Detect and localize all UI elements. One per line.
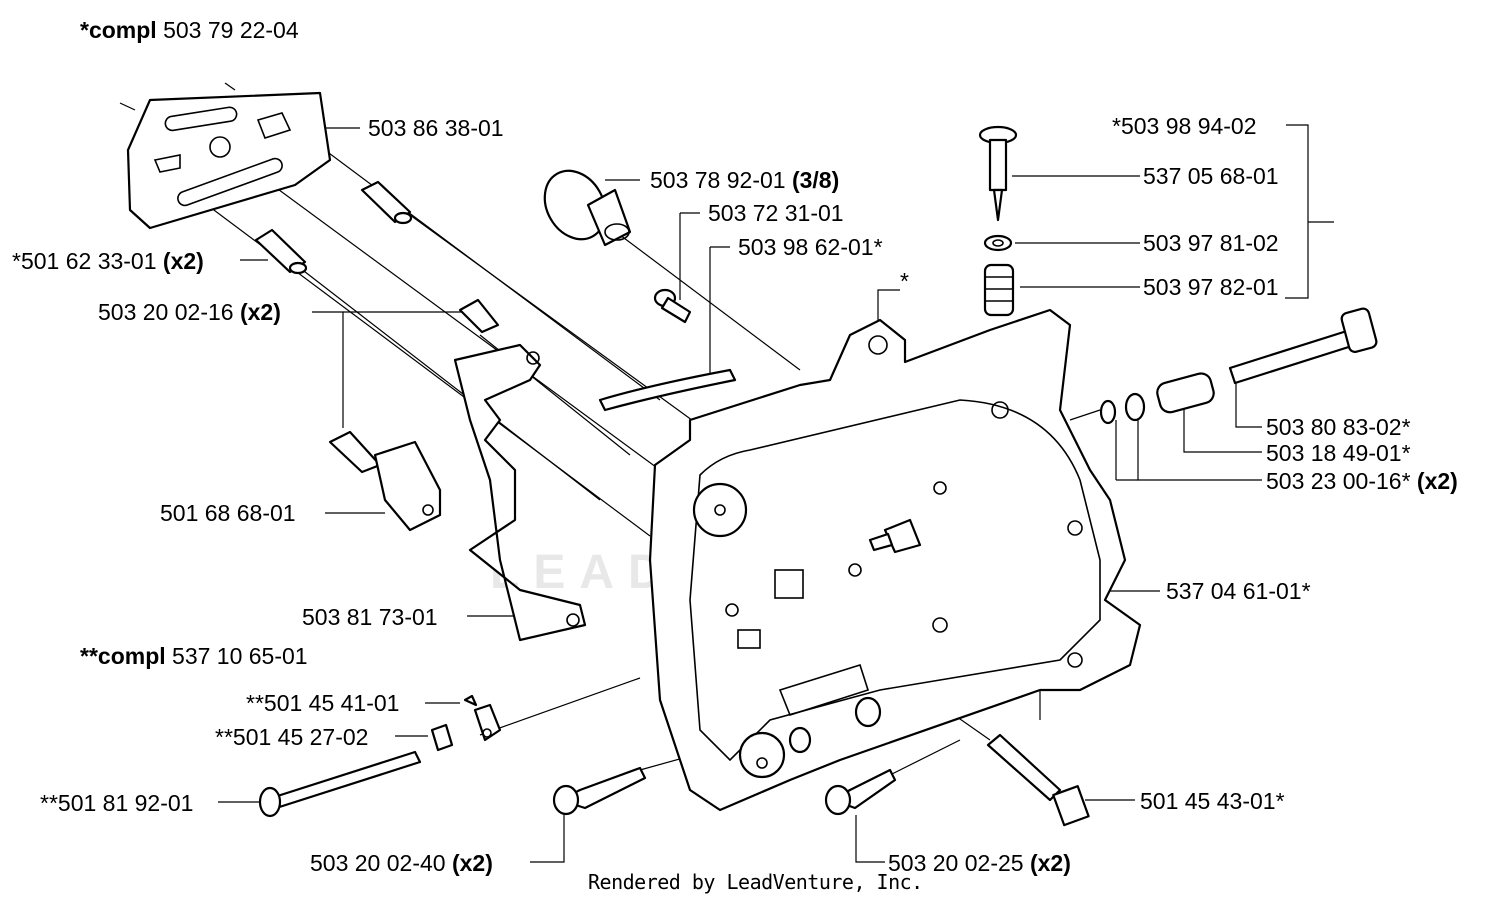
part-quantity: (x2) bbox=[1029, 850, 1071, 876]
part-label-503-20-02-16[interactable]: 503 20 02-16 (x2) bbox=[98, 299, 281, 325]
complete-kit-label-2: **compl 537 10 65-01 bbox=[80, 643, 308, 669]
part-label-503-20-02-25[interactable]: 503 20 02-25 (x2) bbox=[888, 850, 1071, 876]
part-label-asterisk[interactable]: * bbox=[900, 268, 909, 294]
crankcase-drawing bbox=[648, 308, 1142, 812]
chain-catcher-drawing bbox=[373, 440, 442, 532]
part-label-503-97-81-02[interactable]: 503 97 81-02 bbox=[1143, 230, 1279, 256]
complete-kit-prefix: **compl bbox=[80, 643, 166, 669]
part-label-503-81-73-01[interactable]: 503 81 73-01 bbox=[302, 604, 438, 630]
part-quantity: (x2) bbox=[1416, 468, 1458, 494]
part-label-501-68-68-01[interactable]: 501 68 68-01 bbox=[160, 500, 296, 526]
part-number: 503 20 02-16 bbox=[98, 299, 234, 325]
fitting-drawing bbox=[868, 518, 922, 554]
complete-kit-part-number: 537 10 65-01 bbox=[172, 643, 308, 669]
complete-kit-prefix: *compl bbox=[80, 17, 157, 43]
oil-pump-screw-stack-drawing bbox=[978, 125, 1018, 317]
bar-guide-plate-drawing bbox=[126, 91, 332, 230]
part-label-501-81-92-01[interactable]: **501 81 92-01 bbox=[40, 790, 194, 816]
part-label-503-23-00-16[interactable]: 503 23 00-16* (x2) bbox=[1266, 468, 1458, 494]
part-number: 503 20 02-25 bbox=[888, 850, 1024, 876]
part-label-501-62-33-01[interactable]: *501 62 33-01 (x2) bbox=[12, 248, 204, 274]
part-quantity: (3/8) bbox=[791, 167, 840, 193]
screws-drawing bbox=[258, 298, 1090, 827]
complete-kit-label-1: *compl 503 79 22-04 bbox=[80, 17, 299, 43]
part-label-503-20-02-40[interactable]: 503 20 02-40 (x2) bbox=[310, 850, 493, 876]
part-label-537-05-68-01[interactable]: 537 05 68-01 bbox=[1143, 163, 1279, 189]
part-number: *501 62 33-01 bbox=[12, 248, 157, 274]
part-label-503-80-83-02[interactable]: 503 80 83-02* bbox=[1266, 414, 1411, 440]
part-label-501-45-27-02[interactable]: **501 45 27-02 bbox=[215, 724, 369, 750]
part-label-503-98-62-01[interactable]: 503 98 62-01* bbox=[738, 234, 883, 260]
cover-plate-drawing bbox=[453, 343, 587, 642]
part-quantity: (x2) bbox=[239, 299, 281, 325]
part-label-503-97-82-01[interactable]: 503 97 82-01 bbox=[1143, 274, 1279, 300]
part-label-503-86-38-01[interactable]: 503 86 38-01 bbox=[368, 115, 504, 141]
worm-shaft-drawing bbox=[1099, 307, 1378, 425]
part-label-503-18-49-01[interactable]: 503 18 49-01* bbox=[1266, 440, 1411, 466]
part-label-503-72-31-01[interactable]: 503 72 31-01 bbox=[708, 200, 844, 226]
render-credit-footer: Rendered by LeadVenture, Inc. bbox=[588, 870, 923, 894]
oil-tube-drawing bbox=[598, 368, 737, 412]
part-quantity: (x2) bbox=[451, 850, 493, 876]
bushings-drawing bbox=[254, 180, 413, 275]
part-number: 503 23 00-16* bbox=[1266, 468, 1411, 494]
part-quantity: (x2) bbox=[162, 248, 204, 274]
complete-kit-part-number: 503 79 22-04 bbox=[163, 17, 299, 43]
part-number: 503 78 92-01 bbox=[650, 167, 786, 193]
adjuster-parts-drawing bbox=[430, 694, 502, 752]
pin-drawing bbox=[653, 288, 692, 324]
part-label-501-45-43-01[interactable]: 501 45 43-01* bbox=[1140, 788, 1285, 814]
part-number: 503 20 02-40 bbox=[310, 850, 446, 876]
part-label-503-98-94-02[interactable]: *503 98 94-02 bbox=[1112, 113, 1257, 139]
oil-plug-drawing bbox=[543, 169, 632, 247]
part-label-537-04-61-01[interactable]: 537 04 61-01* bbox=[1166, 578, 1311, 604]
part-label-503-78-92-01[interactable]: 503 78 92-01 (3/8) bbox=[650, 167, 839, 193]
part-label-501-45-41-01[interactable]: **501 45 41-01 bbox=[246, 690, 400, 716]
